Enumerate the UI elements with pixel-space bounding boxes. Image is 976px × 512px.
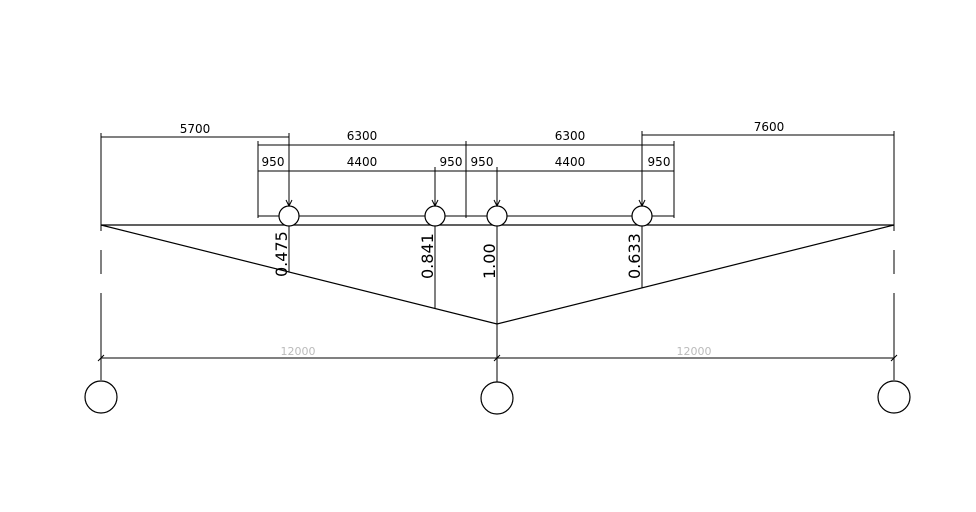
axis-bubble-left xyxy=(84,380,118,414)
dim-950-1: 950 xyxy=(262,155,285,169)
dim-7600: 7600 xyxy=(754,120,785,134)
ordinate-0-841: 0.841 xyxy=(418,233,437,279)
axis-bubble-right xyxy=(877,380,911,414)
span-12000-right: 12000 xyxy=(677,345,712,358)
ordinate-1-00: 1.00 xyxy=(480,243,499,279)
dim-4400-2: 4400 xyxy=(555,155,586,169)
ordinate-0-633: 0.633 xyxy=(625,233,644,279)
span-dim-ticks xyxy=(97,354,898,362)
wheel-4 xyxy=(631,205,653,227)
dim-950-4: 950 xyxy=(648,155,671,169)
wheel-3 xyxy=(486,205,508,227)
dim-950-3: 950 xyxy=(471,155,494,169)
axis-bubble-middle xyxy=(480,381,514,415)
wheel-2 xyxy=(424,205,446,227)
dim-6300-left: 6300 xyxy=(347,129,378,143)
dim-row-low: 950 4400 950 950 4400 950 xyxy=(258,155,674,206)
dim-row-top: 5700 7600 xyxy=(100,120,895,225)
dim-6300-right: 6300 xyxy=(555,129,586,143)
dim-5700: 5700 xyxy=(180,122,211,136)
dim-950-2: 950 xyxy=(440,155,463,169)
ordinate-0-475: 0.475 xyxy=(272,231,291,277)
dim-4400-1: 4400 xyxy=(347,155,378,169)
wheel-1 xyxy=(278,205,300,227)
support-axis-lines xyxy=(100,225,895,380)
span-12000-left: 12000 xyxy=(281,345,316,358)
dim-row-mid: 6300 6300 xyxy=(257,129,675,218)
